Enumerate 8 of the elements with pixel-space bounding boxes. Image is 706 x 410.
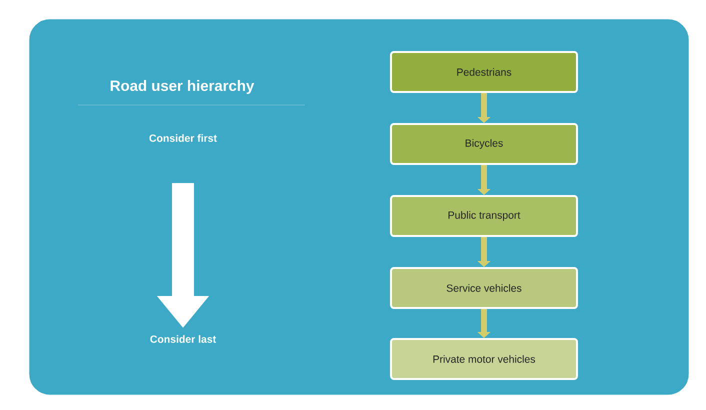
process-box: Service vehicles [390,267,578,309]
label-text: Consider last [150,335,216,343]
process-box: Private motor vehicles [390,338,578,380]
process-box: Bicycles [390,123,578,165]
label-text: Consider first [149,134,217,142]
heading: Road user hierarchy [110,80,254,94]
process-box: Public transport [390,195,578,237]
process-box: Pedestrians [390,51,578,93]
